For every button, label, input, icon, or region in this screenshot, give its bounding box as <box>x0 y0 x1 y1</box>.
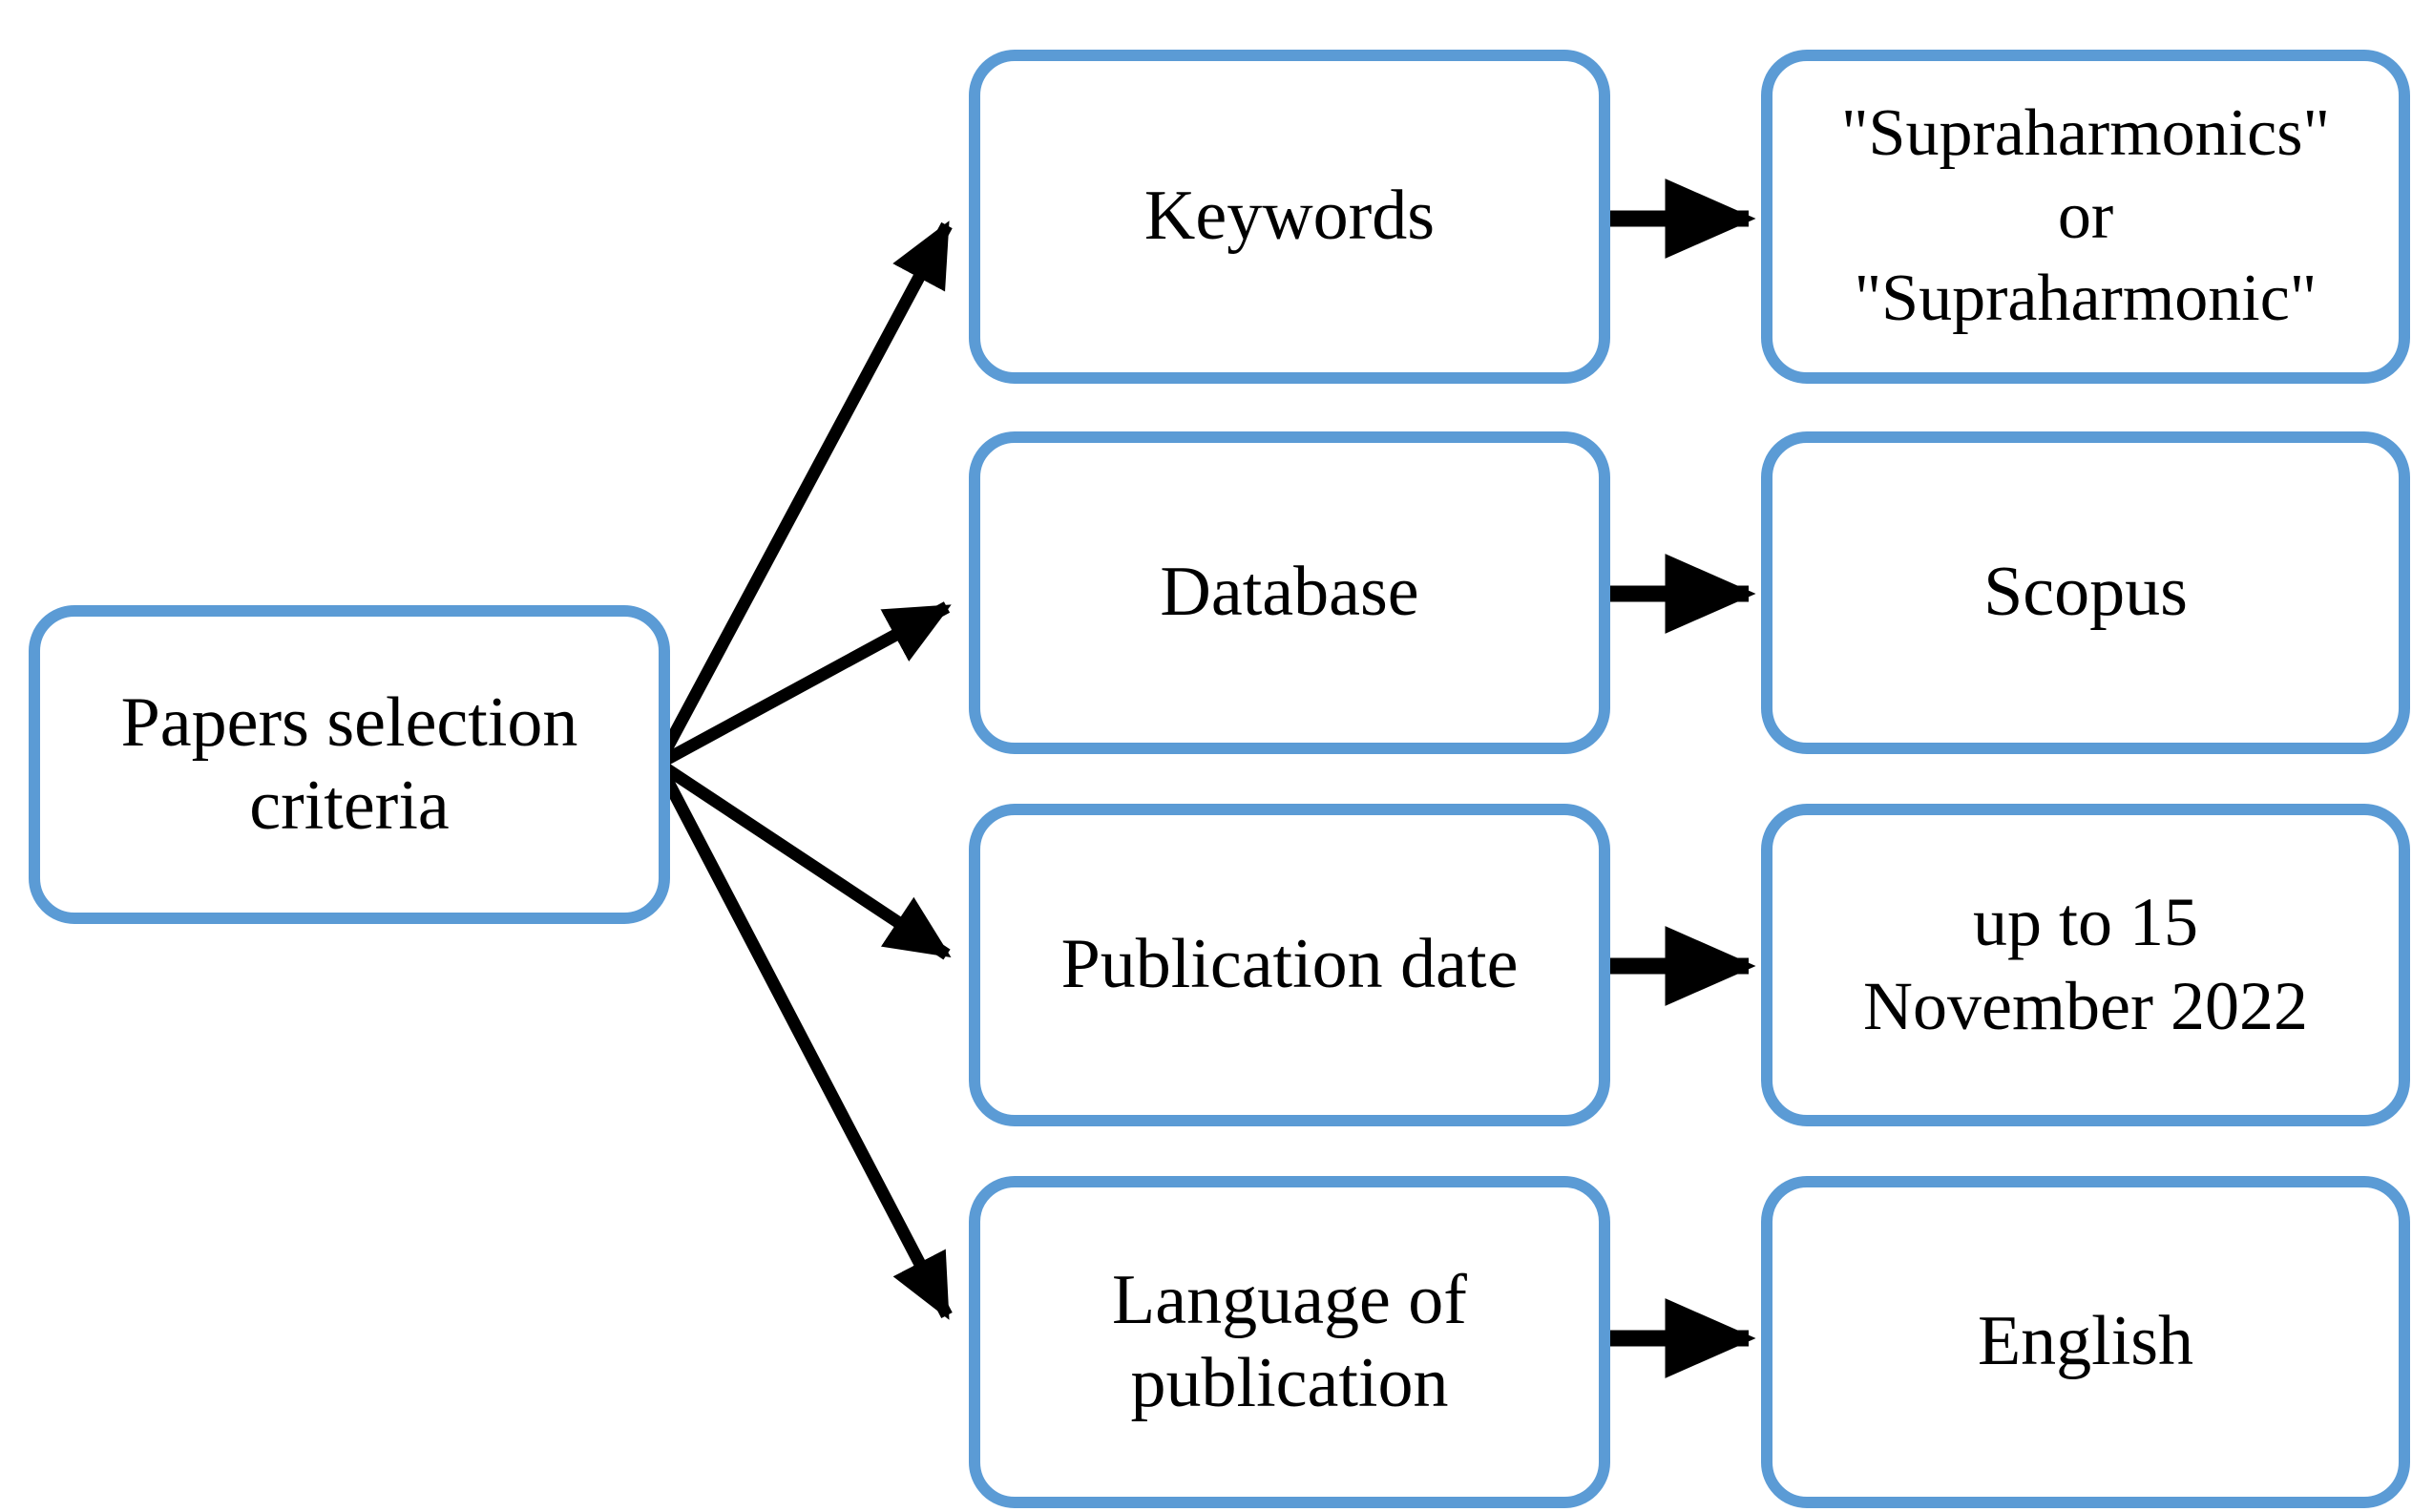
node-criterion-language[interactable]: Language of publication <box>969 1176 1610 1508</box>
edge-source-to-database <box>655 601 952 769</box>
node-label-criterion-keywords: Keywords <box>1143 177 1436 256</box>
node-label-value-database: Scopus <box>1983 553 2188 632</box>
node-value-database[interactable]: Scopus <box>1761 431 2410 754</box>
node-criterion-keywords[interactable]: Keywords <box>969 50 1610 384</box>
edge-source-to-keywords <box>653 220 953 767</box>
edge-source-to-language <box>653 760 953 1320</box>
node-label-papers-selection-criteria: Papers selection criteria <box>120 682 578 845</box>
node-label-value-keywords: "Supraharmonics" or "Supraharmonic" <box>1840 95 2331 336</box>
fanout-edges <box>653 220 953 1320</box>
node-label-criterion-language: Language of publication <box>1112 1260 1467 1422</box>
node-value-language[interactable]: English <box>1761 1176 2410 1508</box>
node-papers-selection-criteria[interactable]: Papers selection criteria <box>29 605 670 924</box>
node-criterion-publication-date[interactable]: Publication date <box>969 804 1610 1126</box>
node-label-value-language: English <box>1977 1302 2194 1381</box>
node-value-publication-date[interactable]: up to 15 November 2022 <box>1761 804 2410 1126</box>
node-label-value-publication-date: up to 15 November 2022 <box>1863 884 2308 1044</box>
node-label-criterion-database: Database <box>1160 553 1419 632</box>
node-label-criterion-publication-date: Publication date <box>1060 925 1519 1004</box>
pair-edges <box>1609 178 1756 1378</box>
edge-source-to-publication-date <box>655 758 952 960</box>
node-criterion-database[interactable]: Database <box>969 431 1610 754</box>
node-value-keywords[interactable]: "Supraharmonics" or "Supraharmonic" <box>1761 50 2410 384</box>
